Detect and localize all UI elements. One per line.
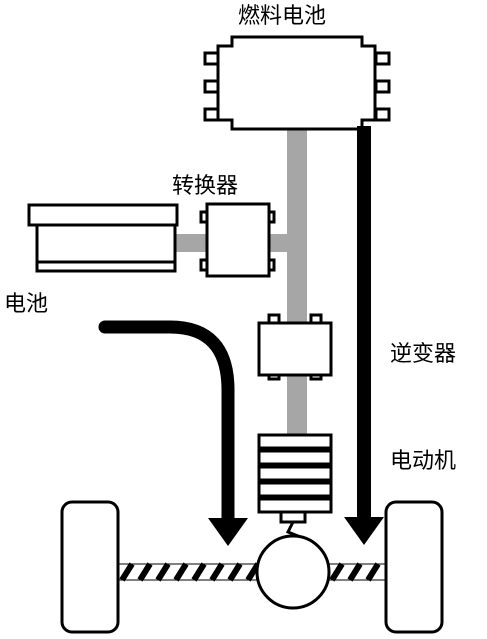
motor-label: 电动机 [390, 449, 457, 474]
converter-label: 转换器 [172, 174, 239, 199]
inverter-flow-arrowhead [344, 517, 384, 545]
battery-flow-arrow [98, 320, 235, 527]
fuel-cell-block [203, 35, 391, 131]
battery-block [27, 203, 179, 273]
fuel-cell-label: 燃料电池 [238, 4, 327, 29]
axle [117, 562, 387, 582]
inverter-block [257, 313, 333, 381]
inverter-flow-line [357, 126, 371, 518]
flow-arrows [98, 126, 384, 546]
power-bus-vertical [287, 126, 307, 436]
inverter-label: 逆变器 [390, 342, 457, 367]
power-bus [176, 126, 307, 436]
converter-block [199, 202, 276, 278]
right-wheel [384, 500, 444, 634]
left-wheel [60, 500, 120, 634]
battery-flow-arrowhead [208, 518, 248, 546]
motor-stack [257, 433, 333, 524]
differential [255, 534, 331, 610]
battery-label: 电池 [4, 292, 49, 317]
